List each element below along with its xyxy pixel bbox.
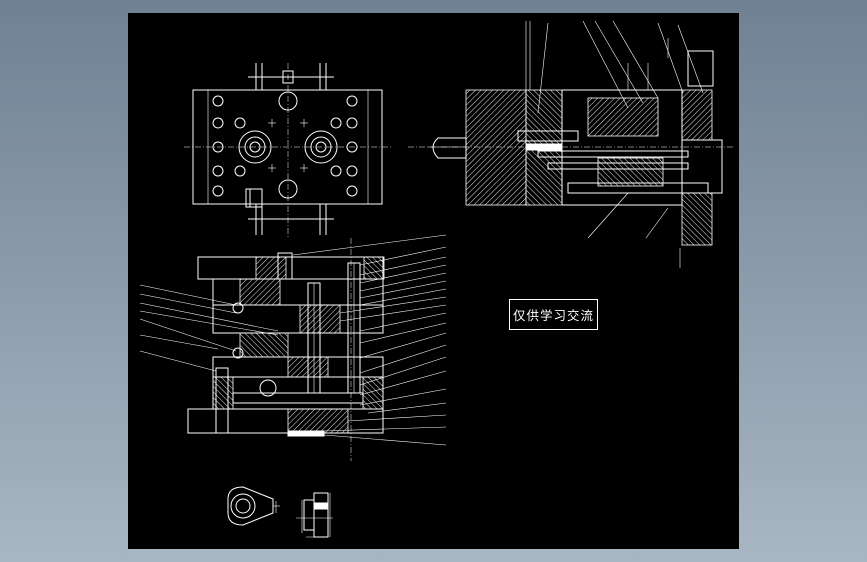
side-section-view (408, 20, 733, 268)
part-detail-views (227, 486, 333, 538)
mold-assembly-drawing (139, 20, 733, 538)
study-only-note: 仅供学习交流 (509, 299, 598, 330)
top-view (184, 63, 393, 238)
cad-drawing-viewport[interactable]: 仅供学习交流 (128, 13, 739, 549)
front-section-view (139, 234, 447, 461)
study-only-note-text: 仅供学习交流 (512, 308, 594, 323)
